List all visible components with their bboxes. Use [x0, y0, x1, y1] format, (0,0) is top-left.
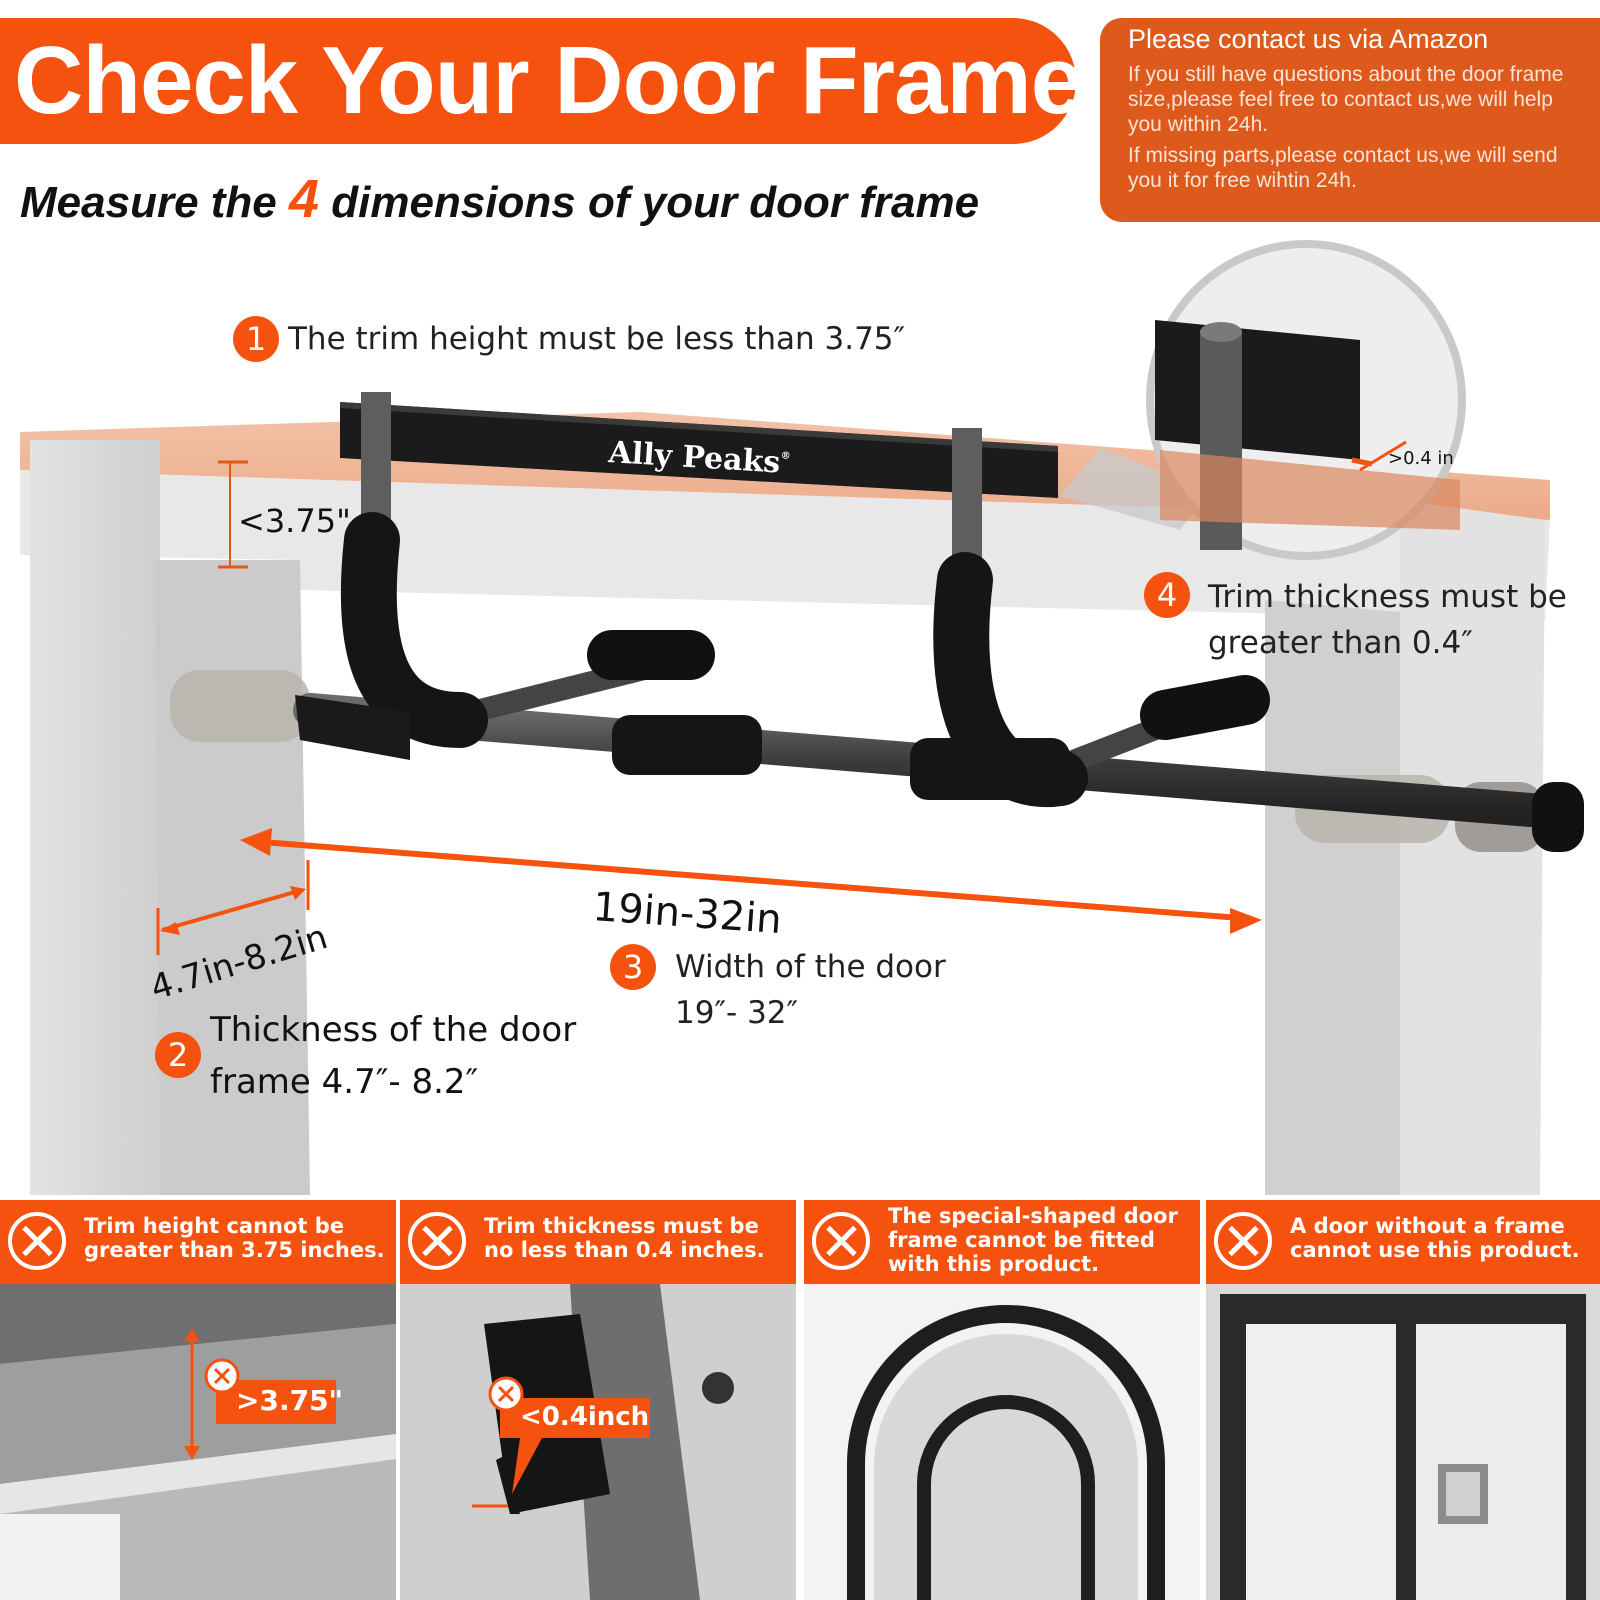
title-banner: [0, 18, 1076, 144]
subtitle-number: 4: [288, 169, 320, 229]
subtitle-pre: Measure the: [20, 178, 289, 227]
warning-3-text: The special-shaped door frame cannot be …: [888, 1204, 1178, 1276]
step-1-text: The trim height must be less than 3.75″: [288, 321, 906, 357]
step-2-line2: frame 4.7″- 8.2″: [210, 1062, 479, 1102]
trim-height-marker: [218, 460, 248, 569]
pull-up-bar: [293, 392, 1584, 852]
warning-2-tag: <0.4inch: [520, 1402, 650, 1432]
warning-3-header: The special-shaped door frame cannot be …: [804, 1200, 1200, 1284]
warning-3-photo: [804, 1284, 1200, 1600]
step-4-circle: 4: [1144, 572, 1190, 618]
left-end-cap-ghost: [170, 670, 310, 742]
warning-2-header: Trim thickness must be no less than 0.4 …: [400, 1200, 796, 1284]
step-4-line2: greater than 0.4″: [1208, 625, 1473, 661]
trim-thickness-value: >0.4 in: [1388, 448, 1454, 469]
contact-title: Please contact us via Amazon: [1128, 24, 1489, 54]
step-2-circle: 2: [155, 1032, 201, 1078]
warning-1-tag: >3.75": [236, 1384, 344, 1417]
frame-thickness-arrow: [156, 860, 310, 955]
warning-2-text: Trim thickness must be no less than 0.4 …: [484, 1214, 765, 1262]
warning-1-header: Trim height cannot be greater than 3.75 …: [0, 1200, 396, 1284]
warning-4-photo: [1206, 1284, 1600, 1600]
warning-2-photo: <0.4inch: [400, 1284, 796, 1600]
subtitle-post: dimensions of your door frame: [319, 178, 980, 227]
warning-4-text: A door without a frame cannot use this p…: [1290, 1214, 1580, 1262]
x-icon: [8, 1212, 66, 1270]
page-title: Check Your Door Frame: [14, 27, 1084, 134]
contact-paragraph-missing-parts: If missing parts,please contact us,we wi…: [1128, 144, 1558, 192]
contact-box: Please contact us via Amazon If you stil…: [1100, 18, 1600, 222]
step-1-circle: 1: [233, 316, 279, 362]
page-subtitle: Measure the 4 dimensions of your door fr…: [20, 168, 979, 230]
trim-height-value: <3.75": [238, 502, 351, 540]
x-icon: [812, 1212, 870, 1270]
step-2-line1: Thickness of the door: [210, 1010, 577, 1050]
zoom-callout: [1060, 240, 1466, 560]
step-3-line2: 19″- 32″: [675, 995, 799, 1031]
x-icon: [408, 1212, 466, 1270]
warning-1-photo: >3.75": [0, 1284, 396, 1600]
warning-4-header: A door without a frame cannot use this p…: [1206, 1200, 1600, 1284]
step-3-circle: 3: [610, 944, 656, 990]
step-3-line1: Width of the door: [675, 949, 946, 985]
door-width-value: 19in-32in: [591, 884, 783, 943]
warning-1-text: Trim height cannot be greater than 3.75 …: [84, 1214, 385, 1262]
door-width-arrow: [240, 828, 1262, 934]
door-frame-illustration: Ally Peaks® <3.75" 19in-32in 4.7in-8.2in…: [20, 240, 1584, 1195]
step-4-line1: Trim thickness must be: [1208, 579, 1567, 615]
contact-paragraph-questions: If you still have questions about the do…: [1128, 63, 1564, 136]
x-icon: [1214, 1212, 1272, 1270]
